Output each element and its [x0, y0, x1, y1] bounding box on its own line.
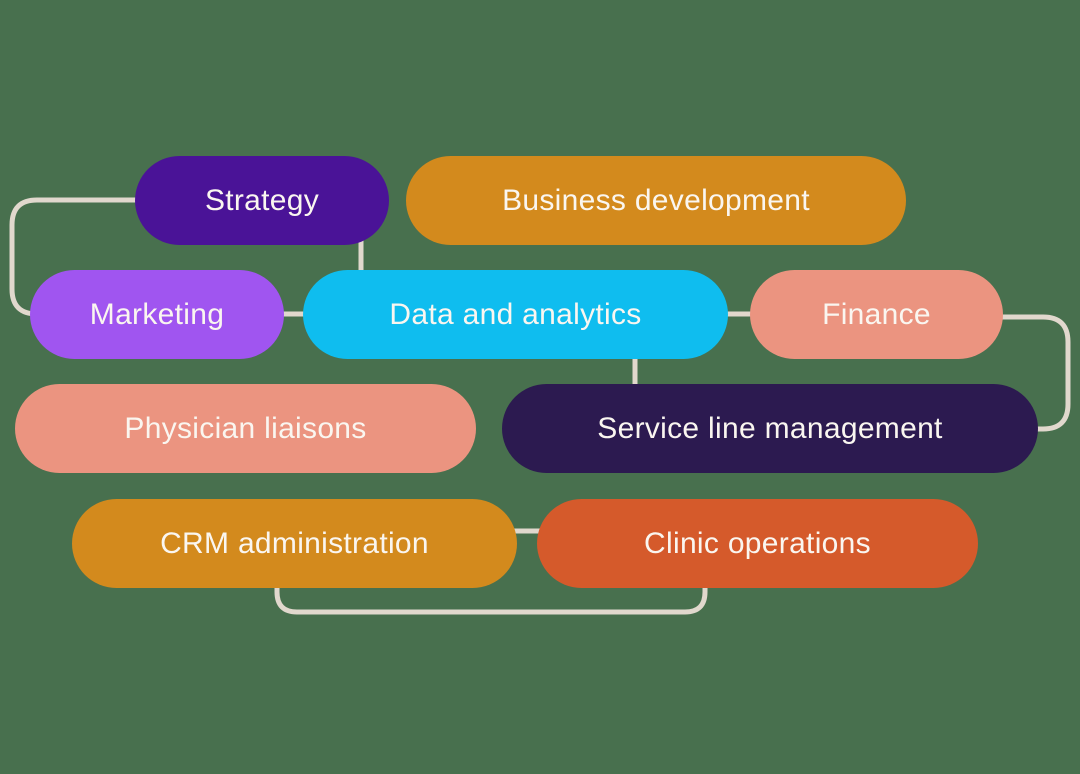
node-marketing: Marketing: [30, 270, 284, 359]
node-label-strategy: Strategy: [204, 183, 320, 217]
node-crm-administration: CRM administration: [72, 499, 517, 588]
node-finance: Finance: [750, 270, 1003, 359]
node-label-business-development: Business development: [502, 183, 810, 217]
node-label-clinic-operations: Clinic operations: [644, 526, 871, 560]
link-crm-clinic-bottom-loop: [274, 584, 708, 615]
node-business-development: Business development: [406, 156, 906, 245]
node-label-physician-liaisons: Physician liaisons: [124, 411, 367, 445]
node-data-and-analytics: Data and analytics: [303, 270, 728, 359]
node-label-finance: Finance: [822, 297, 931, 331]
node-clinic-operations: Clinic operations: [537, 499, 978, 588]
node-label-crm-administration: CRM administration: [160, 526, 429, 560]
node-label-service-line-management: Service line management: [597, 411, 943, 445]
node-strategy: Strategy: [135, 156, 389, 245]
node-service-line-management: Service line management: [502, 384, 1038, 473]
node-physician-liaisons: Physician liaisons: [15, 384, 476, 473]
node-label-data-and-analytics: Data and analytics: [389, 297, 642, 331]
node-label-marketing: Marketing: [89, 297, 225, 331]
